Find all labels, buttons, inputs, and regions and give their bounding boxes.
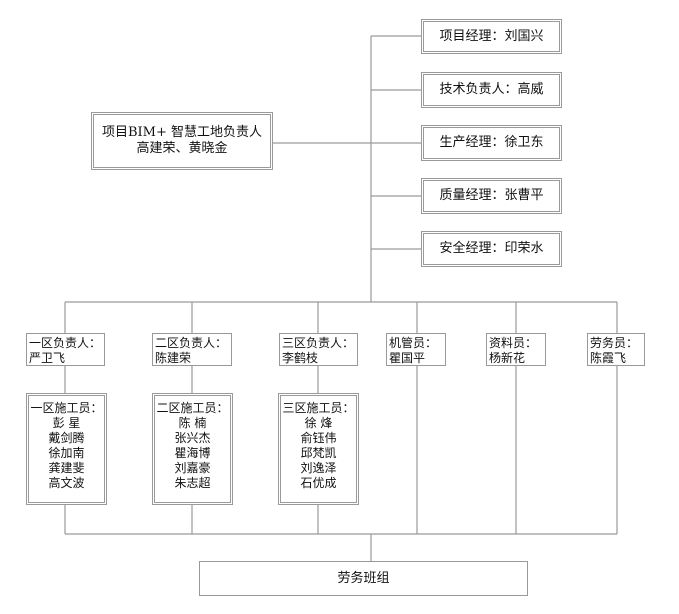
crew-box-zone1: 一区施工员： 彭 星 戴剑腾 徐加南 龚建斐 高文波 — [26, 393, 107, 505]
role-name: 严卫飞 — [29, 351, 66, 365]
role-name: 瞿国平 — [389, 351, 426, 365]
manager-box-safety: 安全经理：印荣水 — [421, 231, 562, 267]
bim-lead-names: 高建荣、黄晓金 — [136, 141, 228, 156]
crew-member: 瞿海博 — [174, 446, 211, 460]
manager-box-production: 生产经理：徐卫东 — [421, 125, 562, 161]
role-name: 杨新花 — [489, 351, 526, 365]
crew-title: 三区施工员： — [282, 401, 355, 415]
labor-team-box: 劳务班组 — [199, 561, 528, 596]
crew-box-zone3: 三区施工员： 徐 烽 俞钰伟 邱梵凯 刘逸泽 石优成 — [278, 393, 359, 505]
role-title: 一区负责人： — [29, 336, 102, 350]
crew-member: 徐 烽 — [304, 416, 333, 430]
manager-label: 生产经理：徐卫东 — [439, 135, 544, 150]
crew-member: 戴剑腾 — [48, 431, 85, 445]
crew-member: 徐加南 — [48, 446, 85, 460]
crew-member: 刘嘉豪 — [174, 461, 211, 475]
crew-member: 龚建斐 — [48, 461, 85, 475]
role-box-documents: 资料员： 杨新花 — [486, 333, 546, 366]
crew-title: 一区施工员： — [30, 401, 103, 415]
crew-member: 朱志超 — [174, 476, 211, 490]
bim-lead-box: 项目BIM+ 智慧工地负责人 高建荣、黄晓金 — [91, 112, 273, 170]
role-name: 陈霞飞 — [590, 351, 627, 365]
crew-member: 邱梵凯 — [300, 446, 337, 460]
crew-member: 刘逸泽 — [300, 461, 337, 475]
crew-member: 俞钰伟 — [300, 431, 337, 445]
manager-box-technical: 技术负责人：高威 — [421, 72, 562, 108]
manager-box-project: 项目经理：刘国兴 — [421, 19, 562, 54]
role-title: 机管员： — [389, 336, 438, 350]
manager-label: 技术负责人：高威 — [439, 82, 544, 97]
crew-title: 二区施工员： — [156, 401, 229, 415]
crew-member: 陈 楠 — [178, 416, 207, 430]
role-box-zone3: 三区负责人： 李鹤枝 — [279, 333, 358, 366]
role-box-labor: 劳务员： 陈霞飞 — [587, 333, 645, 366]
role-name: 李鹤枝 — [282, 351, 319, 365]
crew-member: 张兴杰 — [174, 431, 211, 445]
manager-label: 安全经理：印荣水 — [439, 241, 544, 256]
role-title: 二区负责人： — [155, 336, 228, 350]
role-title: 三区负责人： — [282, 336, 355, 350]
bim-lead-title: 项目BIM+ 智慧工地负责人 — [101, 125, 263, 140]
crew-box-zone2: 二区施工员： 陈 楠 张兴杰 瞿海博 刘嘉豪 朱志超 — [152, 393, 233, 505]
role-title: 劳务员： — [590, 336, 639, 350]
crew-member: 彭 星 — [52, 416, 81, 430]
crew-member: 高文波 — [48, 476, 85, 490]
role-box-machinery: 机管员： 瞿国平 — [386, 333, 446, 366]
manager-label: 项目经理：刘国兴 — [439, 28, 544, 44]
manager-box-quality: 质量经理：张曹平 — [421, 178, 562, 214]
role-title: 资料员： — [489, 336, 538, 350]
manager-label: 质量经理：张曹平 — [439, 188, 544, 203]
role-box-zone1: 一区负责人： 严卫飞 — [26, 333, 105, 366]
crew-member: 石优成 — [300, 476, 337, 490]
role-name: 陈建荣 — [155, 351, 192, 365]
role-box-zone2: 二区负责人： 陈建荣 — [152, 333, 232, 366]
labor-team-label: 劳务班组 — [337, 570, 390, 586]
